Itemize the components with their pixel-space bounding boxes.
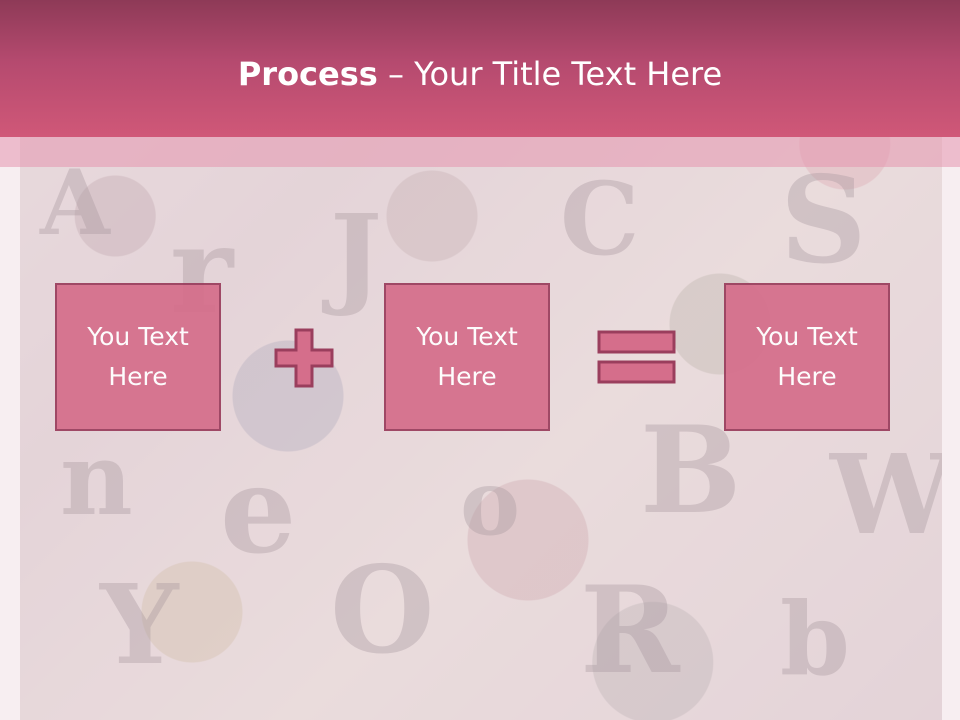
title-rest: Your Title Text Here [414, 55, 723, 93]
title-underline-strip [0, 137, 960, 167]
equals-icon [597, 330, 676, 384]
text-box-3-line2: Here [777, 362, 837, 391]
background-edge [0, 0, 20, 720]
background-edge [942, 0, 960, 720]
title-bold: Process [237, 55, 378, 93]
text-box-1-line2: Here [108, 362, 168, 391]
plus-icon [274, 328, 334, 388]
title-dash: – [377, 55, 415, 93]
text-box-2-line1: You Text [416, 322, 518, 351]
text-box-3-line1: You Text [756, 322, 858, 351]
text-box-1-line1: You Text [87, 322, 189, 351]
slide-title[interactable]: Process – Your Title Text Here [0, 52, 960, 96]
title-bar: Process – Your Title Text Here [0, 0, 960, 137]
text-box-2-line2: Here [437, 362, 497, 391]
